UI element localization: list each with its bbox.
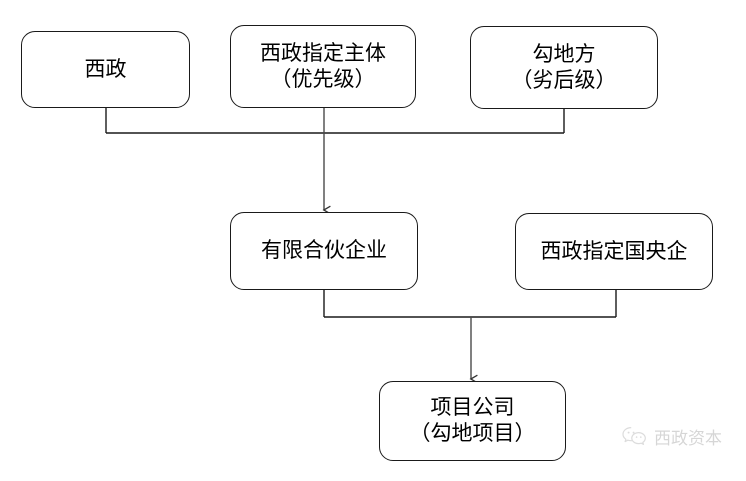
node-project-company-line2: （勾地项目）: [409, 421, 536, 445]
node-designated-soe-line1: 西政指定国央企: [540, 238, 688, 263]
node-designated-entity-line2: （优先级）: [270, 66, 376, 91]
node-project-company[interactable]: 项目公司 （勾地项目）: [379, 381, 566, 461]
node-project-company-line1: 项目公司: [430, 395, 515, 420]
node-limited-partnership-line1: 有限合伙企业: [261, 238, 387, 263]
node-limited-partnership[interactable]: 有限合伙企业: [230, 212, 418, 290]
node-land-party[interactable]: 勾地方 （劣后级）: [470, 26, 658, 109]
node-designated-entity[interactable]: 西政指定主体 （优先级）: [230, 25, 416, 108]
watermark: 西政资本: [622, 424, 722, 449]
node-land-party-line2: （劣后级）: [511, 67, 617, 92]
node-designated-soe[interactable]: 西政指定国央企: [515, 213, 713, 290]
node-xizheng[interactable]: 西政: [21, 31, 190, 108]
node-land-party-line1: 勾地方: [532, 41, 596, 66]
wechat-icon: [622, 426, 646, 445]
node-designated-entity-line1: 西政指定主体: [260, 40, 386, 65]
node-xizheng-line1: 西政: [84, 56, 127, 81]
watermark-text: 西政资本: [654, 429, 722, 449]
